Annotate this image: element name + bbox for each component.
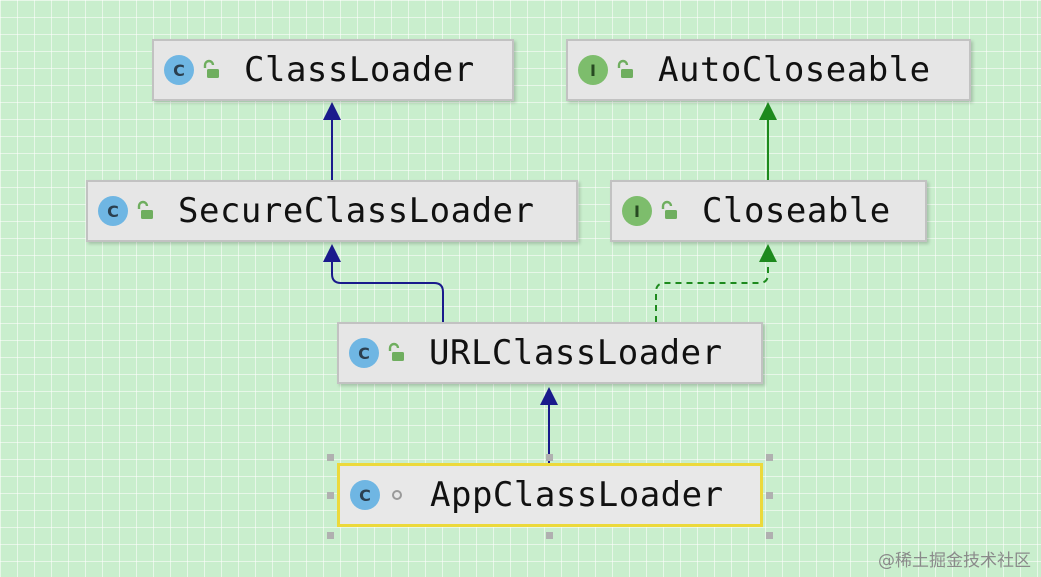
resize-handle-right[interactable] [766,492,773,499]
node-urlclassloader[interactable]: C URLClassLoader [337,322,763,384]
node-label: ClassLoader [244,50,475,90]
edge-urlclassloader-extends-secureclassloader [331,246,444,322]
node-label: AppClassLoader [430,475,724,515]
node-classloader[interactable]: C ClassLoader [152,39,514,101]
node-label: Closeable [702,191,891,231]
resize-handle-bottom-right[interactable] [766,532,773,539]
watermark: @稀土掘金技术社区 [878,551,1031,571]
class-icon: C [98,196,128,226]
resize-handle-bottom-left[interactable] [327,532,334,539]
resize-handle-top-left[interactable] [327,454,334,461]
class-icon: C [349,338,379,368]
interface-icon: I [578,55,608,85]
resize-handle-bottom[interactable] [546,532,553,539]
node-secureclassloader[interactable]: C SecureClassLoader [86,180,578,242]
node-label: URLClassLoader [429,333,723,373]
arrowhead-classloader [323,102,341,120]
interface-icon: I [622,196,652,226]
unlocked-lock-icon [388,342,404,361]
small-circle-icon [392,490,402,500]
resize-handle-top[interactable] [546,454,553,461]
node-autocloseable[interactable]: I AutoCloseable [566,39,971,101]
edge-urlclassloader-implements-closeable [655,246,769,322]
arrowhead-closeable [759,244,777,262]
node-label: AutoCloseable [658,50,931,90]
node-closeable[interactable]: I Closeable [610,180,927,242]
arrowhead-secureclassloader [323,244,341,262]
unlocked-lock-icon [137,200,153,219]
node-appclassloader[interactable]: C AppClassLoader [337,463,763,527]
unlocked-lock-icon [203,59,219,78]
unlocked-lock-icon [617,59,633,78]
class-icon: C [350,480,380,510]
class-icon: C [164,55,194,85]
unlocked-lock-icon [661,200,677,219]
arrowhead-autocloseable [759,102,777,120]
resize-handle-top-right[interactable] [766,454,773,461]
node-label: SecureClassLoader [178,191,535,231]
resize-handle-left[interactable] [327,492,334,499]
arrowhead-urlclassloader [540,387,558,405]
